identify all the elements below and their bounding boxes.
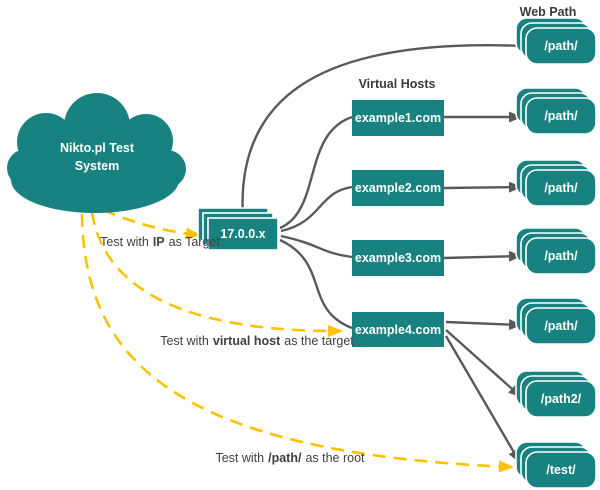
cloud-label-line1: Nikto.pl Test (60, 141, 135, 155)
connector-example3-to-path (443, 250, 522, 262)
cloud-label-line2: System (75, 159, 119, 173)
test-arrow-ip-target (102, 208, 201, 240)
web-path-node: /path/ (515, 87, 597, 135)
connector-example2-to-path (443, 181, 522, 193)
web-path-node: /path/ (515, 159, 597, 207)
web-path-label: /test/ (546, 463, 576, 477)
virtual-host-label: example4.com (355, 323, 441, 337)
web-path-node: /path/ (515, 17, 597, 65)
web-path-node: /path2/ (515, 370, 597, 418)
connector-example4-to-test (444, 335, 521, 463)
connector-ip-to-example2 (280, 185, 353, 233)
test-arrows (80, 208, 514, 473)
virtual-host-node: example4.com (352, 312, 444, 347)
virtual-host-nodes: example1.com example2.com example3.com e… (352, 100, 444, 347)
connector-ip-to-example4 (279, 238, 353, 330)
web-path-node: /test/ (515, 441, 597, 489)
connector-example4-to-path2 (445, 329, 522, 398)
web-path-label: /path2/ (541, 392, 582, 406)
connector-ip-to-example1 (279, 115, 353, 230)
web-path-label: /path/ (544, 39, 578, 53)
ip-node: 17.0.0.x (197, 207, 279, 251)
web-path-label: /path/ (544, 109, 578, 123)
connector-ip-to-example3 (280, 234, 353, 259)
annotation-path-root: Test with/path/as the root (215, 451, 365, 465)
virtual-host-node: example1.com (352, 100, 444, 136)
virtual-hosts-heading: Virtual Hosts (359, 77, 436, 91)
virtual-host-node: example3.com (352, 240, 444, 276)
web-path-node: /path/ (515, 297, 597, 345)
connector-ip-to-webpath1 (241, 44, 525, 219)
ip-node-stack-front (207, 217, 279, 251)
virtual-host-label: example2.com (355, 181, 441, 195)
test-arrow-virtual-host (90, 211, 343, 338)
cloud-shape (7, 93, 186, 213)
web-path-label: /path/ (544, 319, 578, 333)
gray-connectors (241, 44, 525, 463)
web-path-node: /path/ (515, 227, 597, 275)
virtual-host-node: example2.com (352, 170, 444, 206)
web-path-label: /path/ (544, 181, 578, 195)
virtual-host-label: example3.com (355, 251, 441, 265)
test-arrow-path-root (80, 213, 514, 473)
connector-example4-to-path (445, 319, 522, 331)
virtual-host-label: example1.com (355, 111, 441, 125)
web-path-nodes: /path/ /path/ /path/ /path/ /path/ (515, 17, 597, 489)
web-path-heading: Web Path (520, 5, 577, 19)
web-path-label: /path/ (544, 249, 578, 263)
ip-node-label: 17.0.0.x (220, 227, 265, 241)
